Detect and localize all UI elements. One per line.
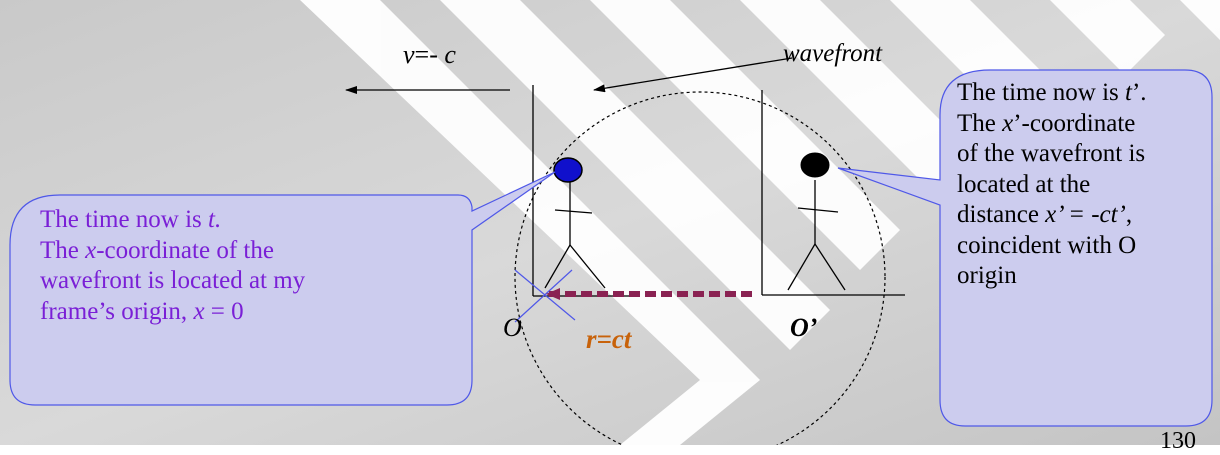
velocity-v: v (403, 40, 415, 69)
velocity-label: v=- c (403, 40, 456, 70)
origin-O-prime-label: O’ (790, 313, 817, 343)
velocity-rest: =- (415, 40, 445, 69)
radius-label: r=ct (586, 324, 631, 355)
page-number: 130 (1160, 428, 1196, 455)
origin-O-prime-text: O’ (790, 313, 817, 342)
right-callout-line-5: distance x’ = -ct’, (957, 200, 1147, 231)
wavefront-label: wavefront (783, 40, 882, 68)
right-callout-line-2: The x’-coordinate (957, 109, 1147, 140)
diagram-canvas: v=- c wavefront O r=ct O’ 130 The time n… (0, 0, 1220, 445)
observer-O-head (554, 158, 582, 182)
left-callout-line-3: wavefront is located at my (40, 266, 305, 297)
observer-O-prime-head (801, 153, 829, 177)
right-callout-line-4: located at the (957, 170, 1147, 201)
wavefront-text: wavefront (783, 40, 882, 67)
right-callout-line-3: of the wavefront is (957, 139, 1147, 170)
right-callout-line-6: coincident with O (957, 231, 1147, 262)
origin-O-text: O (503, 313, 522, 342)
left-callout-line-4: frame’s origin, x = 0 (40, 297, 305, 328)
radius-text: r=ct (586, 324, 631, 354)
right-callout-line-1: The time now is t’. (957, 78, 1147, 109)
left-callout-line-2: The x-coordinate of the (40, 236, 305, 267)
velocity-c: c (444, 40, 456, 69)
left-callout-text: The time now is t. The x-coordinate of t… (40, 205, 305, 327)
right-callout-text: The time now is t’. The x’-coordinate of… (957, 78, 1147, 292)
left-callout-line-1: The time now is t. (40, 205, 305, 236)
right-callout-line-7: origin (957, 261, 1147, 292)
origin-O-label: O (503, 313, 522, 343)
